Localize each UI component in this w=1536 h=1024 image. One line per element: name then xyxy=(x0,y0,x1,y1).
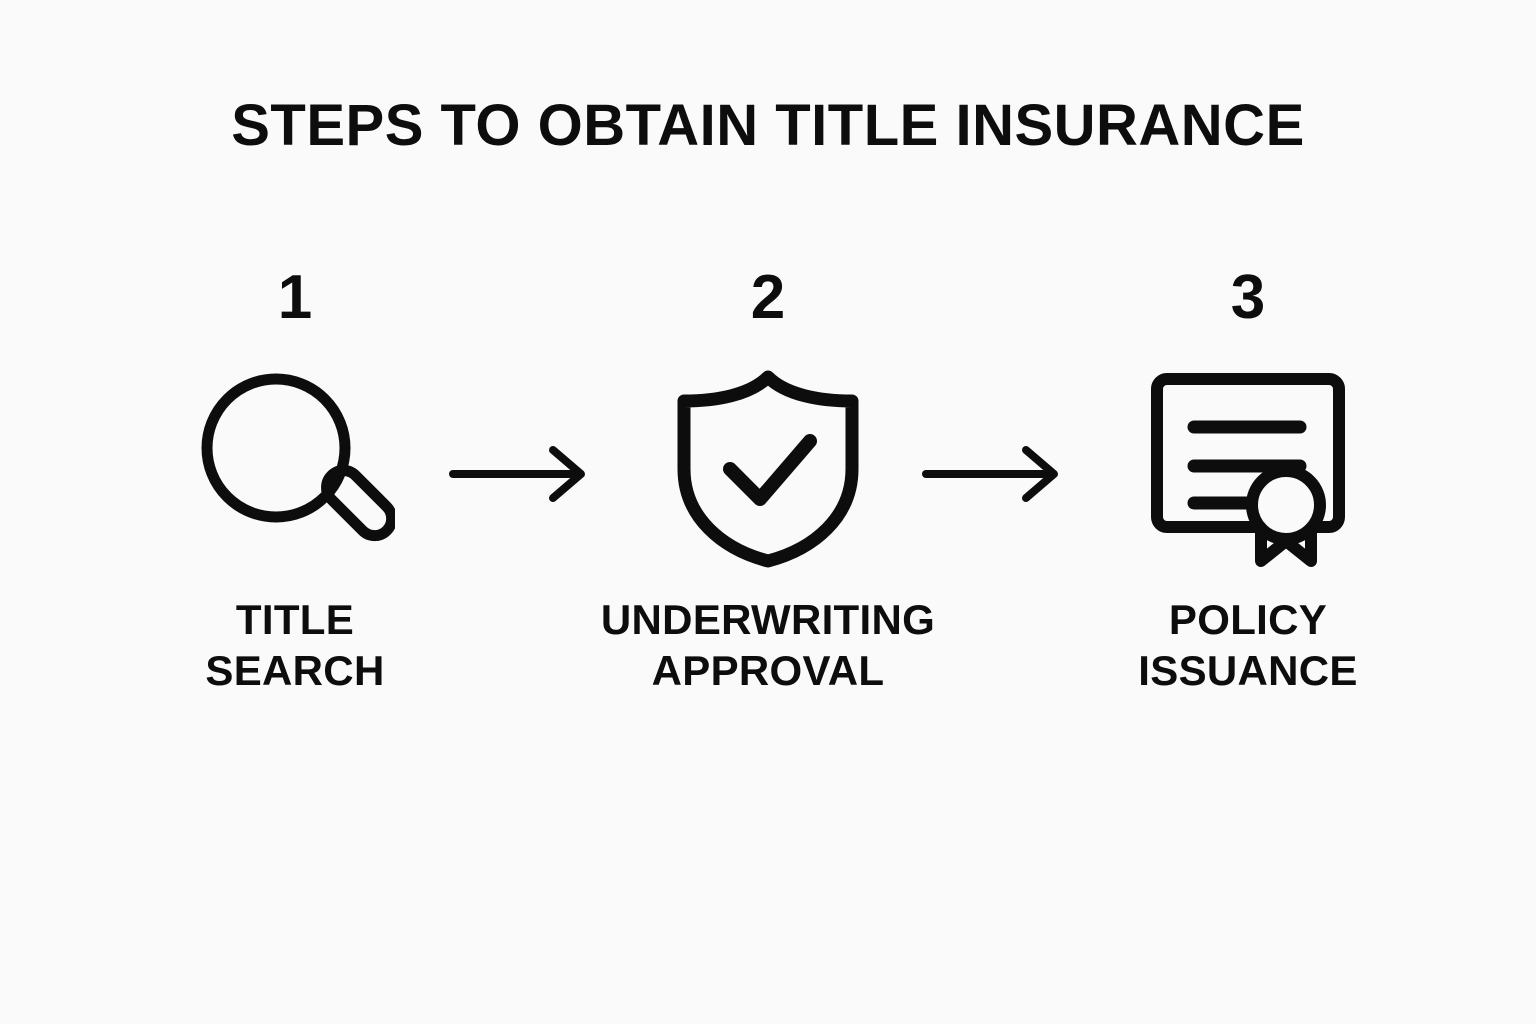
shield-check-icon xyxy=(663,362,873,572)
certificate-icon xyxy=(1143,362,1353,572)
step-label-1-line1: TITLE xyxy=(235,596,355,643)
step-policy-issuance: 3 POLICY ISSUANCE xyxy=(1088,262,1408,696)
step-title-search: 1 TITLE SEARCH xyxy=(135,262,455,696)
step-label-3: POLICY ISSUANCE xyxy=(1138,594,1357,696)
arrow-right-icon-1 xyxy=(447,436,597,506)
step-number-2: 2 xyxy=(750,263,786,332)
step-label-2-line2: APPROVAL xyxy=(651,647,885,695)
steps-row: 1 TITLE SEARCH 2 UNDERWRI xyxy=(0,262,1536,762)
magnifier-icon xyxy=(190,362,400,572)
step-label-2-line1: UNDERWRITING xyxy=(600,596,936,643)
step-label-3-line2: ISSUANCE xyxy=(1138,647,1358,695)
step-label-3-line1: POLICY xyxy=(1168,596,1328,643)
step-number-1: 1 xyxy=(277,263,313,332)
step-label-1: TITLE SEARCH xyxy=(205,594,384,696)
step-number-3: 3 xyxy=(1230,263,1266,332)
step-label-2: UNDERWRITING APPROVAL xyxy=(601,594,935,696)
page-title: STEPS TO OBTAIN TITLE INSURANCE xyxy=(231,93,1305,158)
step-label-1-line2: SEARCH xyxy=(205,647,385,695)
arrow-right-icon-2 xyxy=(920,436,1070,506)
step-underwriting-approval: 2 UNDERWRITING APPROVAL xyxy=(601,262,935,696)
